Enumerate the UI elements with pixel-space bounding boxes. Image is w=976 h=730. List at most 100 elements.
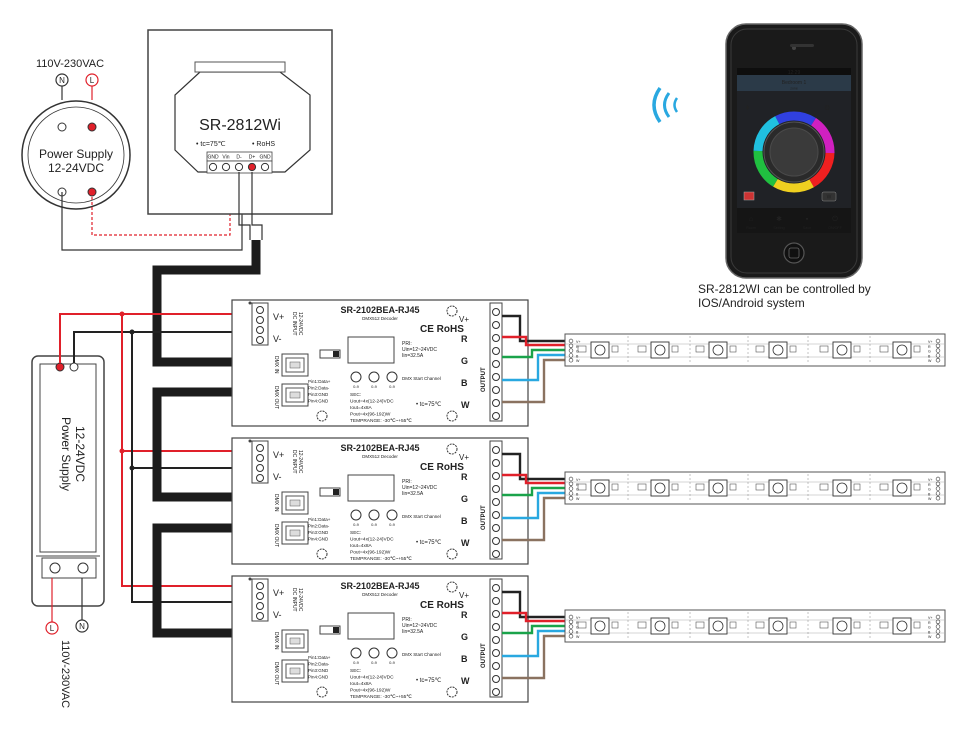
- decoder-pin-3: Pin4:GND: [308, 675, 329, 680]
- phone-home-icon[interactable]: ⌂: [749, 216, 753, 223]
- output-wire-3-3: [502, 629, 566, 658]
- decoder-vminus-label: V-: [273, 472, 282, 482]
- caption-line2: IOS/Android system: [698, 296, 805, 310]
- decoder-pin-1: Pin2:Data-: [308, 386, 330, 391]
- decoder-dmx-in: DMX IN: [273, 632, 279, 650]
- decoder-pri-line-1: Uin=12~24VDC: [402, 623, 437, 629]
- color-wheel[interactable]: [753, 111, 835, 193]
- decoder-dmx-out: DMX OUT: [273, 524, 279, 547]
- ps-left-line2: 12-24VDC: [73, 426, 87, 482]
- phone-time: 12:29: [788, 70, 801, 76]
- decoder-sec-line-0: SEC:: [350, 392, 361, 398]
- phone-palette-icon[interactable]: [743, 191, 755, 201]
- strip-end-label-4: W: [928, 359, 932, 363]
- decoder-out-vplus: V+: [459, 453, 469, 462]
- phone-tab-1[interactable]: Setting: [773, 226, 784, 230]
- decoder-vminus-label: V-: [273, 334, 282, 344]
- output-wire-2-1: [502, 473, 566, 485]
- phone-tab-2[interactable]: Save: [803, 226, 811, 230]
- strip-end-label-2: G: [928, 488, 931, 492]
- mains-left-neutral: N: [79, 622, 85, 631]
- phone-tab-0[interactable]: Room: [746, 226, 756, 230]
- decoder-dmx-in: DMX IN: [273, 356, 279, 374]
- mains-left-label: 110V-230VAC: [59, 640, 71, 708]
- strip-start-label-1: R: [576, 621, 579, 625]
- phone-setting-icon[interactable]: ✱: [776, 215, 782, 223]
- phone-home-button[interactable]: [783, 242, 805, 264]
- decoder-pin-1: Pin2:Data-: [308, 524, 330, 529]
- decoder-pin-0: Pin1:Data+: [308, 655, 331, 660]
- decoder-subtitle: DMX512 Decoder: [362, 592, 398, 597]
- phone-power-icon[interactable]: ⏻: [832, 215, 838, 223]
- decoder-ce-rohs: CE RoHS: [420, 462, 464, 473]
- decoder-out-channel-2: B: [461, 378, 468, 388]
- decoder-dial-label-1: 0-9: [371, 660, 378, 665]
- phone-tab-3[interactable]: ON/OFF: [828, 226, 842, 230]
- decoder-dmx-start: DMX Start Channel: [402, 652, 441, 657]
- panel-terminal-4: GND: [259, 155, 271, 161]
- decoder-dial-label-1: 0-9: [371, 522, 378, 527]
- output-wire-2-2: [502, 486, 566, 497]
- decoder-pin-0: Pin1:Data+: [308, 379, 331, 384]
- phone-save-icon[interactable]: ▪: [806, 216, 809, 223]
- strip-end-label-0: V+: [928, 616, 933, 620]
- decoder-subtitle: DMX512 Decoder: [362, 316, 398, 321]
- decoder-dial-label-2: 0-9: [389, 522, 396, 527]
- strip-start-label-0: V+: [576, 478, 581, 482]
- wall-panel: SR-2812Wi • tc=75℃ • RoHS GND Vin D- D+ …: [147, 29, 333, 215]
- decoder-sec-line-1: Uout=4x(12-24)VDC: [350, 675, 394, 681]
- decoder-temprange: TEMPRANGE: -30℃~+55℃: [350, 556, 412, 562]
- decoder-pri-line-1: Uin=12~24VDC: [402, 485, 437, 491]
- strip-end-label-2: G: [928, 350, 931, 354]
- ps-top-positive-wire: [91, 178, 231, 236]
- decoder-dc-range: 12-24VDC: [297, 312, 303, 336]
- mains-top-neutral: N: [59, 76, 65, 85]
- phone-w-button[interactable]: [821, 191, 837, 202]
- phone-gear-icon[interactable]: ⚙: [824, 104, 830, 112]
- strip-start-label-4: W: [576, 635, 580, 639]
- power-supply-left: Power Supply 12-24VDC: [31, 355, 105, 607]
- decoder-dial-label-2: 0-9: [389, 384, 396, 389]
- panel-rohs: • RoHS: [252, 141, 275, 148]
- strip-end-label-4: W: [928, 635, 932, 639]
- strip-start-label-3: B: [576, 492, 579, 496]
- decoder-out-channel-0: R: [461, 334, 468, 344]
- decoder-pin-2: Pin3:GND: [308, 668, 329, 673]
- strip-start-label-1: R: [576, 483, 579, 487]
- decoder-pri-line-0: PRI:: [402, 341, 412, 347]
- decoder-model: SR-2102BEA-RJ45: [340, 443, 419, 453]
- output-wire-2-4: [502, 496, 566, 542]
- dmx-cable-panel: [152, 240, 261, 367]
- decoder-pin-0: Pin1:Data+: [308, 517, 331, 522]
- strip-end-label-1: R: [928, 345, 931, 349]
- strip-start-label-2: G: [576, 350, 579, 354]
- decoder-out-channel-1: G: [461, 494, 468, 504]
- strip-start-label-0: V+: [576, 340, 581, 344]
- phone-play-icon[interactable]: ⏵: [746, 105, 750, 112]
- decoder-dial-label-0: 0-9: [353, 384, 360, 389]
- decoder-tc: • tc=75℃: [416, 678, 442, 684]
- mains-top-label: 110V-230VAC: [36, 58, 104, 70]
- decoder-dial-label-0: 0-9: [353, 660, 360, 665]
- phone-w-label: W: [827, 195, 832, 201]
- decoder-pin-2: Pin3:GND: [308, 392, 329, 397]
- decoder-output-label: OUTPUT: [481, 367, 487, 392]
- decoder-dc-input: DC INPUT: [291, 588, 297, 612]
- ps-left-negative-bus: [73, 331, 260, 363]
- ps-left-line1: Power Supply: [59, 417, 73, 491]
- decoder-pin-3: Pin4:GND: [308, 399, 329, 404]
- decoder-sec-line-0: SEC:: [350, 668, 361, 674]
- decoder-pin-3: Pin4:GND: [308, 537, 329, 542]
- decoder-pri-line-1: Uin=12~24VDC: [402, 347, 437, 353]
- decoder-sec-line-0: SEC:: [350, 530, 361, 536]
- smartphone: 12:29 Bedroom 1 zone ⏵ ⚙ W ⌂ ✱ ▪ ⏻ Room …: [652, 23, 863, 279]
- decoder-out-channel-0: R: [461, 472, 468, 482]
- decoder-model: SR-2102BEA-RJ45: [340, 581, 419, 591]
- strip-start-label-1: R: [576, 345, 579, 349]
- decoder-sec-line-2: Iout=4x8A: [350, 681, 373, 687]
- output-wire-3-1: [502, 611, 566, 623]
